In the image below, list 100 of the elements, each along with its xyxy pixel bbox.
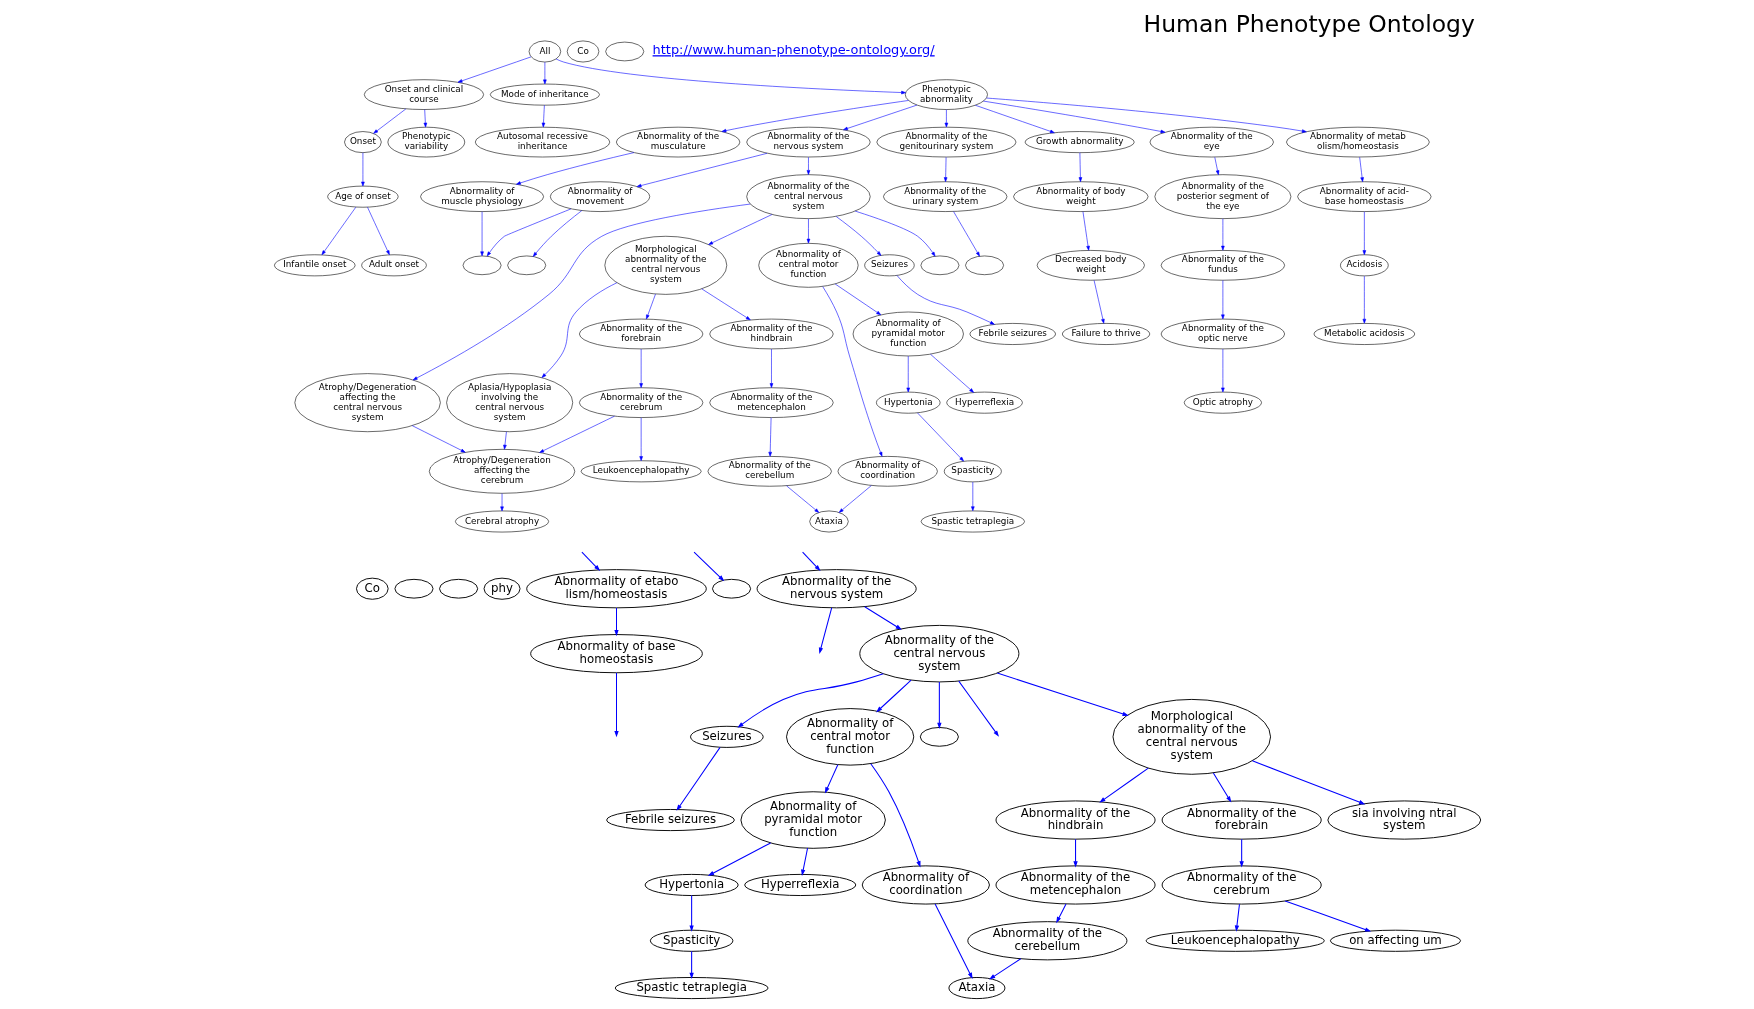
arrow	[821, 286, 882, 457]
node-ellipse	[920, 255, 959, 275]
arrow	[996, 672, 1129, 716]
node-ellipse: Febrile seizures	[605, 809, 735, 832]
node-ellipse: Optic atrophy	[1183, 391, 1262, 414]
arrow	[869, 763, 920, 868]
arrow	[412, 203, 750, 381]
arrow	[943, 157, 947, 182]
arrow	[541, 104, 545, 128]
node-ellipse: Age of onset	[326, 185, 398, 208]
arrow	[675, 746, 721, 811]
arrow	[1251, 760, 1365, 805]
arrow	[1098, 767, 1149, 803]
arrow	[636, 153, 767, 188]
node-ellipse: Abnormality of the genitourinary system	[876, 126, 1016, 158]
node-ellipse: Abnormality of the forebrain	[578, 318, 703, 350]
arrow	[423, 109, 427, 128]
node-ellipse: Abnormality of the central nervous system	[745, 174, 870, 219]
arrow	[785, 485, 819, 513]
arrow	[321, 206, 356, 256]
node-ellipse: Co	[566, 40, 599, 63]
arrow	[580, 551, 600, 572]
node-ellipse: Abnormality of the forebrain	[1161, 800, 1322, 840]
arrow	[974, 104, 1055, 134]
node-ellipse: Abnormality of the fundus	[1160, 250, 1285, 281]
arrow	[944, 109, 948, 128]
arrow	[854, 210, 935, 257]
arrow	[982, 100, 1165, 134]
node-ellipse: Abnormality of acid-base homeostasis	[1296, 181, 1431, 212]
arrow	[1082, 211, 1090, 251]
arrow	[688, 950, 694, 980]
arrow	[721, 100, 909, 133]
node-ellipse: All	[528, 40, 561, 63]
arrow	[372, 108, 406, 134]
node-ellipse: Abnormality of base homeostasis	[529, 634, 703, 674]
arrow	[613, 672, 619, 738]
arrow	[1362, 275, 1366, 324]
node-ellipse: Abnormality of the urinary system	[882, 181, 1007, 212]
diagram-title: Human Phenotype Ontology	[1143, 9, 1475, 38]
arrow	[479, 211, 484, 257]
arrow	[835, 216, 881, 256]
node-ellipse: Abnormality of the cerebrum	[578, 387, 703, 418]
node-ellipse: Spastic tetraplegia	[614, 977, 769, 1000]
arrow	[555, 58, 906, 95]
node-ellipse: Ataxia	[947, 977, 1005, 1000]
node-ellipse: Abnormality of the metencephalon	[995, 865, 1156, 905]
arrow	[801, 551, 821, 572]
arrow	[613, 607, 619, 637]
arrow	[824, 764, 838, 794]
label: http://www.human-phenotype-ontology.org/	[652, 42, 935, 58]
arrow	[515, 152, 634, 185]
node-ellipse: Abnormality of etabolism/homeostasis	[525, 569, 707, 609]
node-ellipse	[711, 578, 751, 599]
arrow	[538, 415, 615, 453]
arrow	[1072, 838, 1078, 868]
arrow	[834, 283, 881, 316]
node-ellipse: Metabolic acidosis	[1313, 323, 1415, 345]
node-ellipse: Abnormality of the nervous system	[756, 569, 917, 609]
node-ellipse: Abnormality of coordination	[861, 865, 990, 905]
arrow	[985, 97, 1307, 133]
arrow	[411, 425, 465, 453]
node-ellipse: Abnormality of the hindbrain	[995, 800, 1156, 840]
arrow	[700, 288, 751, 321]
arrow	[1362, 211, 1366, 255]
node-ellipse: Failure to thrive	[1061, 323, 1150, 345]
arrow	[906, 355, 910, 393]
node-ellipse: Abnormality of coordination	[837, 456, 938, 487]
arrow	[1220, 280, 1225, 320]
arrow	[638, 348, 643, 388]
node-ellipse: Phenotypic abnormality	[904, 79, 988, 110]
arrow	[1220, 348, 1225, 393]
arrow	[970, 481, 975, 512]
node-ellipse: Abnormality of body weight	[1012, 181, 1148, 212]
arrow	[875, 679, 912, 713]
arrow	[541, 282, 617, 378]
arrow	[1234, 903, 1240, 932]
node-ellipse: Mode of inheritance	[489, 83, 600, 106]
arrow	[842, 104, 917, 131]
node-ellipse: Abnormality of the cerebrum	[1161, 865, 1322, 905]
node-ellipse: Abnormality of the optic nerve	[1160, 318, 1285, 350]
arrow	[1220, 218, 1225, 251]
arrow	[1214, 157, 1219, 175]
arrow	[736, 673, 884, 728]
node-ellipse: Hyperreflexia	[743, 873, 856, 896]
arrow	[916, 412, 964, 462]
arrow	[838, 485, 872, 513]
node-ellipse: Spasticity	[649, 929, 733, 952]
node-ellipse	[964, 255, 1004, 275]
node-ellipse	[462, 255, 501, 275]
arrow	[767, 417, 772, 457]
node-ellipse: Decreased body weight	[1036, 250, 1145, 281]
arrow	[707, 842, 771, 876]
arrow	[818, 607, 832, 654]
arrow	[769, 348, 773, 388]
arrow	[532, 210, 582, 257]
arrow	[952, 211, 980, 257]
node-ellipse: Acidosis	[1339, 254, 1389, 277]
arrow	[457, 56, 531, 83]
arrow	[929, 354, 974, 393]
node-ellipse: Abnormality of central motor function	[757, 243, 858, 288]
